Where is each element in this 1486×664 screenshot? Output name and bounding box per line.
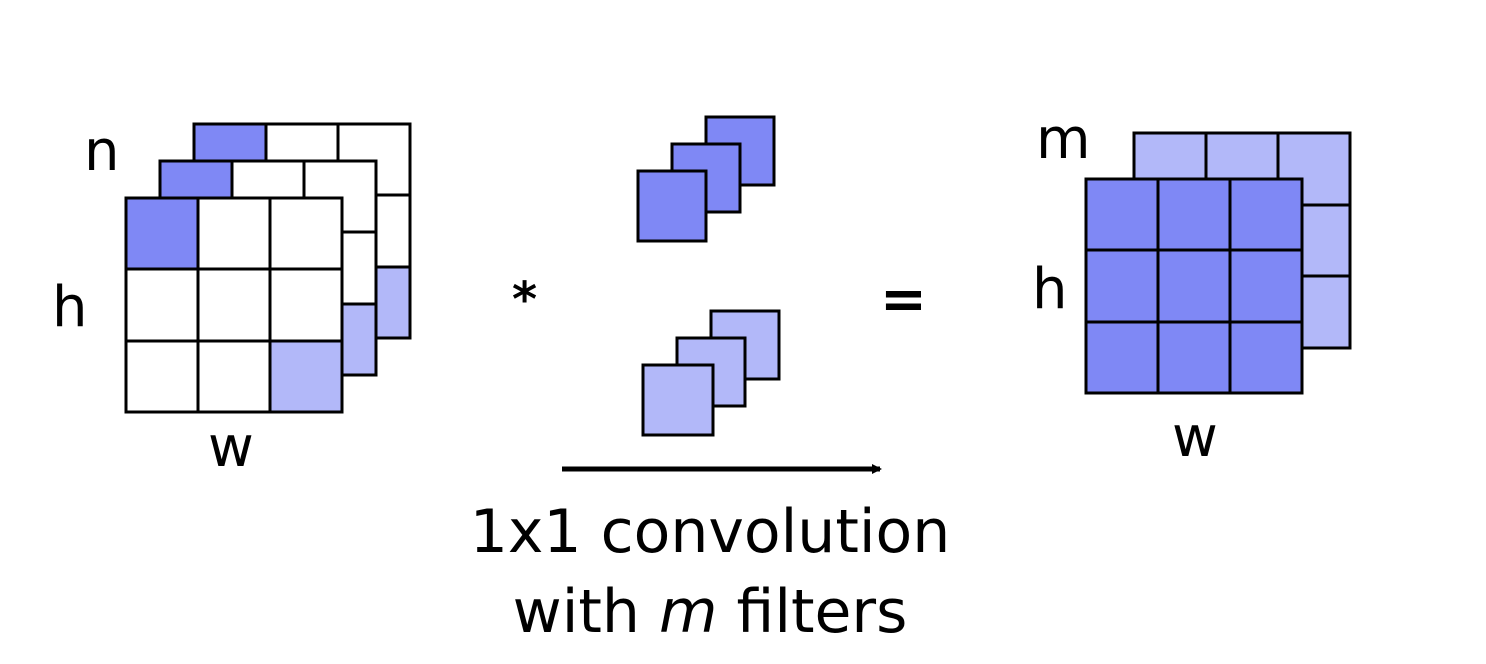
- output-tensor: [1084, 131, 1352, 395]
- input-width-label: w: [208, 415, 254, 480]
- convolve-operator: *: [512, 272, 538, 328]
- caption-suffix: filters: [717, 577, 908, 647]
- input-height-label: h: [52, 275, 88, 340]
- input-tensor: [124, 122, 412, 414]
- filter-stack-2: [641, 309, 781, 437]
- caption-line-1: 1x1 convolution: [469, 497, 951, 567]
- caption-line-2: with m filters: [360, 582, 1060, 642]
- equals-operator: =: [880, 267, 927, 332]
- output-depth-label: m: [1036, 107, 1091, 172]
- output-width-label: w: [1172, 405, 1218, 470]
- input-slice-front: [124, 196, 344, 414]
- caption-variable: m: [659, 577, 718, 647]
- output-slice-front: [1084, 177, 1304, 395]
- caption-prefix: with: [512, 577, 659, 647]
- filter-stack-1: [636, 115, 776, 243]
- output-height-label: h: [1032, 257, 1068, 322]
- input-depth-label: n: [84, 119, 120, 184]
